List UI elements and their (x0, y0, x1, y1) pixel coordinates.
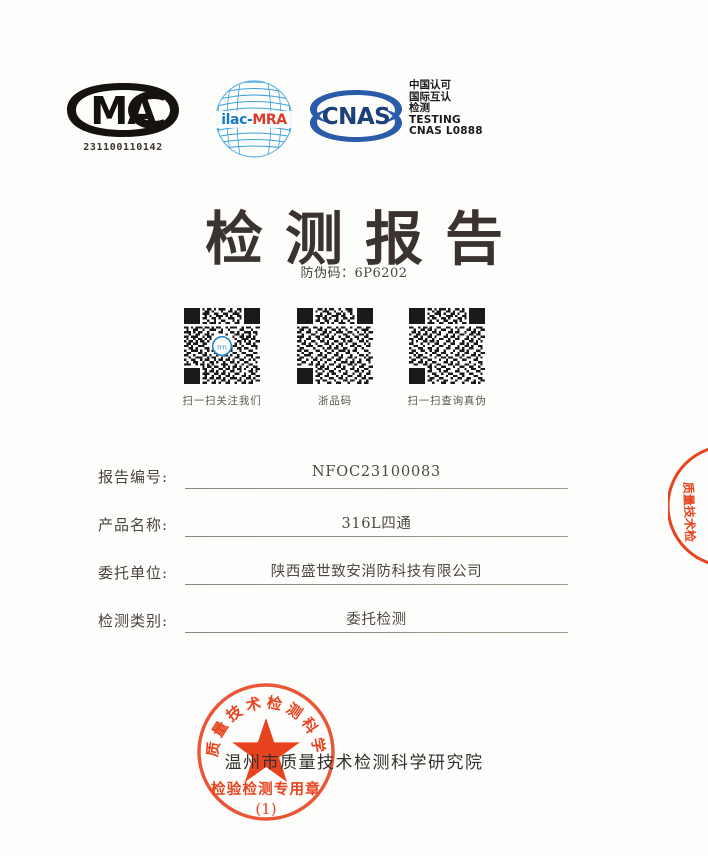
field-row-client: 委托单位: 陕西盛世致安消防科技有限公司 (0, 558, 708, 606)
field-value-client: 陕西盛世致安消防科技有限公司 (270, 564, 483, 580)
cnas-logo: CNAS (308, 88, 404, 144)
qr-code-block: 浙品码 (285, 308, 385, 408)
field-row-test-category: 检测类别: 委托检测 (0, 606, 708, 654)
cnas-mark-graphic: CNAS (310, 90, 402, 142)
official-seal: 温州市质量技术检测科学研究院 检验检测专用章 (1) (185, 668, 336, 822)
qr-code-block: rrn 扫一扫关注我们 (172, 308, 272, 408)
field-underline (185, 584, 568, 585)
qr-code-caption: 扫一扫关注我们 (182, 395, 262, 407)
qr-code-block: 扫一扫查询真伪 (397, 308, 497, 408)
field-value-product-name: 316L四通 (341, 516, 412, 532)
seal-area: 温州市质量技术检测科学研究院 检验检测专用章 (1) (0, 668, 708, 826)
cnas-text-line-4: TESTING (409, 113, 461, 126)
cnas-text-line-3: 检测 (409, 102, 430, 114)
svg-text:(1): (1) (255, 800, 276, 818)
edge-partial-seal: 质量技术检 (668, 442, 708, 570)
qr-code-row: rrn 扫一扫关注我们 (0, 308, 708, 413)
field-underline (185, 536, 568, 537)
cnas-accreditation-text: 中国认可 国际互认 检测 TESTING CNAS L0888 (409, 79, 519, 138)
field-row-product-name: 产品名称: 316L四通 (0, 510, 708, 558)
field-underline (185, 488, 568, 489)
svg-text:rrn: rrn (217, 343, 227, 351)
qr-code-caption: 扫一扫查询真伪 (407, 395, 487, 407)
edge-partial-seal-graphic: 质量技术检 (668, 447, 708, 565)
field-underline (185, 632, 568, 633)
field-value-report-number: NFOC23100083 (311, 464, 442, 480)
qr-code-image-zhepinma (297, 308, 373, 384)
official-seal-graphic: 温州市质量技术检测科学研究院 检验检测专用章 (1) (185, 668, 335, 821)
svg-text:检验检测专用章: 检验检测专用章 (211, 780, 321, 798)
cnas-text-line-5: CNAS L0888 (409, 125, 483, 137)
anticounterfeit-code: 防伪码：6P6202 (300, 266, 408, 281)
field-label-client: 委托单位: (98, 564, 169, 582)
svg-text:质量技术检: 质量技术检 (681, 482, 698, 543)
svg-text:ilac-MRA: ilac-MRA (221, 112, 287, 128)
field-row-report-number: 报告编号: NFOC23100083 (0, 462, 708, 510)
field-label-product-name: 产品名称: (98, 516, 169, 534)
cnas-text-line-2: 国际互认 (409, 90, 451, 103)
cma-mark-graphic: MA (67, 83, 179, 137)
field-label-test-category: 检测类别: (98, 612, 169, 630)
qr-code-image-verify-authenticity (409, 308, 485, 384)
cma-logo: MA (62, 80, 184, 140)
qr-code-image-follow-us: rrn (184, 308, 260, 384)
field-label-report-number: 报告编号: (98, 468, 169, 486)
organization-name: 温州市质量技术检测科学研究院 (224, 753, 484, 773)
accreditation-logo-row: MA 231100110142 (0, 68, 708, 168)
field-value-test-category: 委托检测 (346, 612, 407, 628)
qr-code-caption: 浙品码 (318, 395, 352, 407)
page-title: 检测报告 (204, 205, 525, 273)
report-fields: 报告编号: NFOC23100083 产品名称: 316L四通 委托单位: 陕西… (0, 462, 708, 654)
ilac-mra-logo: ilac-MRA (213, 78, 295, 160)
cnas-text-line-1: 中国认可 (409, 79, 451, 91)
cma-certificate-number: 231100110142 (83, 142, 163, 153)
ilac-mra-mark-graphic: ilac-MRA (215, 80, 293, 158)
svg-text:CNAS: CNAS (322, 104, 391, 130)
